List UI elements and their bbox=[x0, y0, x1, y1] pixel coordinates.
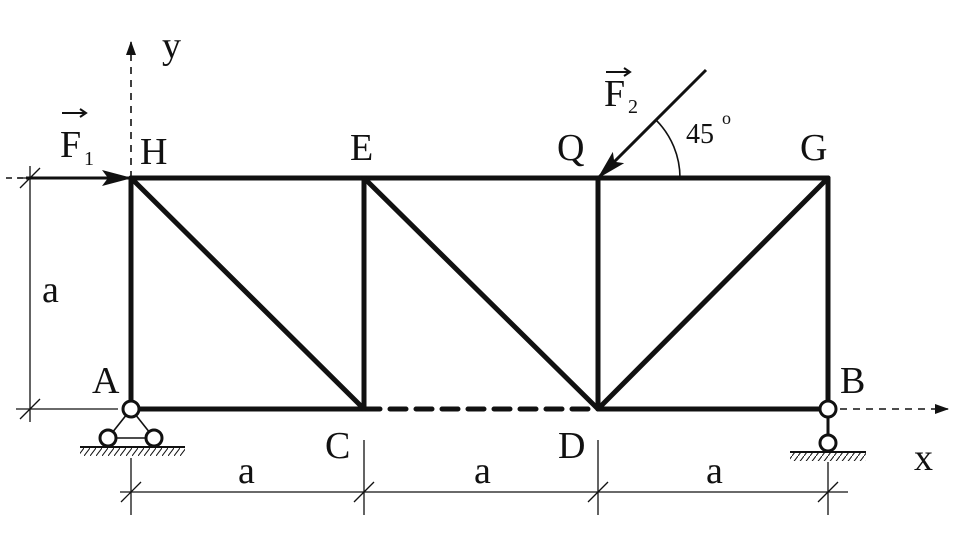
force-f1-index: 1 bbox=[84, 148, 94, 170]
dimension-height: a bbox=[16, 166, 118, 422]
node-label-b: B bbox=[840, 360, 865, 402]
support-a-pinned bbox=[80, 399, 185, 456]
truss-members bbox=[128, 175, 831, 412]
node-label-q: Q bbox=[557, 127, 584, 169]
support-b-hinge bbox=[818, 399, 838, 419]
support-a-roller-right bbox=[144, 428, 164, 448]
force-f1: F 1 bbox=[6, 108, 132, 186]
dimension-span-1-label: a bbox=[238, 450, 255, 492]
dimension-spans: a a a bbox=[120, 440, 848, 515]
node-label-h: H bbox=[140, 131, 167, 173]
force-f2: F 2 45 o bbox=[596, 67, 731, 180]
y-axis-label: y bbox=[162, 25, 181, 67]
member-D-G bbox=[595, 175, 831, 412]
dimension-height-label: a bbox=[42, 269, 59, 311]
angle-degree-unit: o bbox=[722, 108, 731, 128]
coordinate-axes: y x bbox=[126, 25, 949, 479]
force-f2-symbol: F bbox=[604, 73, 625, 115]
force-f2-arrow bbox=[596, 68, 708, 180]
dimension-span-2-label: a bbox=[474, 450, 491, 492]
support-b-lower-hinge bbox=[818, 433, 838, 453]
x-axis-label: x bbox=[914, 437, 933, 479]
angle-value: 45 bbox=[686, 119, 714, 150]
angle-arc bbox=[655, 119, 681, 179]
node-label-g: G bbox=[800, 127, 827, 169]
force-f1-symbol: F bbox=[60, 124, 81, 166]
member-H-C bbox=[128, 175, 367, 412]
support-b-roller bbox=[790, 399, 866, 461]
force-f2-index: 2 bbox=[628, 96, 638, 118]
node-labels: H E Q G A B C D bbox=[92, 127, 865, 467]
dimension-span-3-label: a bbox=[706, 450, 723, 492]
node-label-e: E bbox=[350, 127, 373, 169]
support-a-hinge bbox=[121, 399, 141, 419]
node-label-d: D bbox=[558, 425, 585, 467]
support-a-roller-left bbox=[98, 428, 118, 448]
member-E-D bbox=[361, 175, 601, 412]
node-label-c: C bbox=[325, 425, 350, 467]
node-label-a: A bbox=[92, 360, 120, 402]
